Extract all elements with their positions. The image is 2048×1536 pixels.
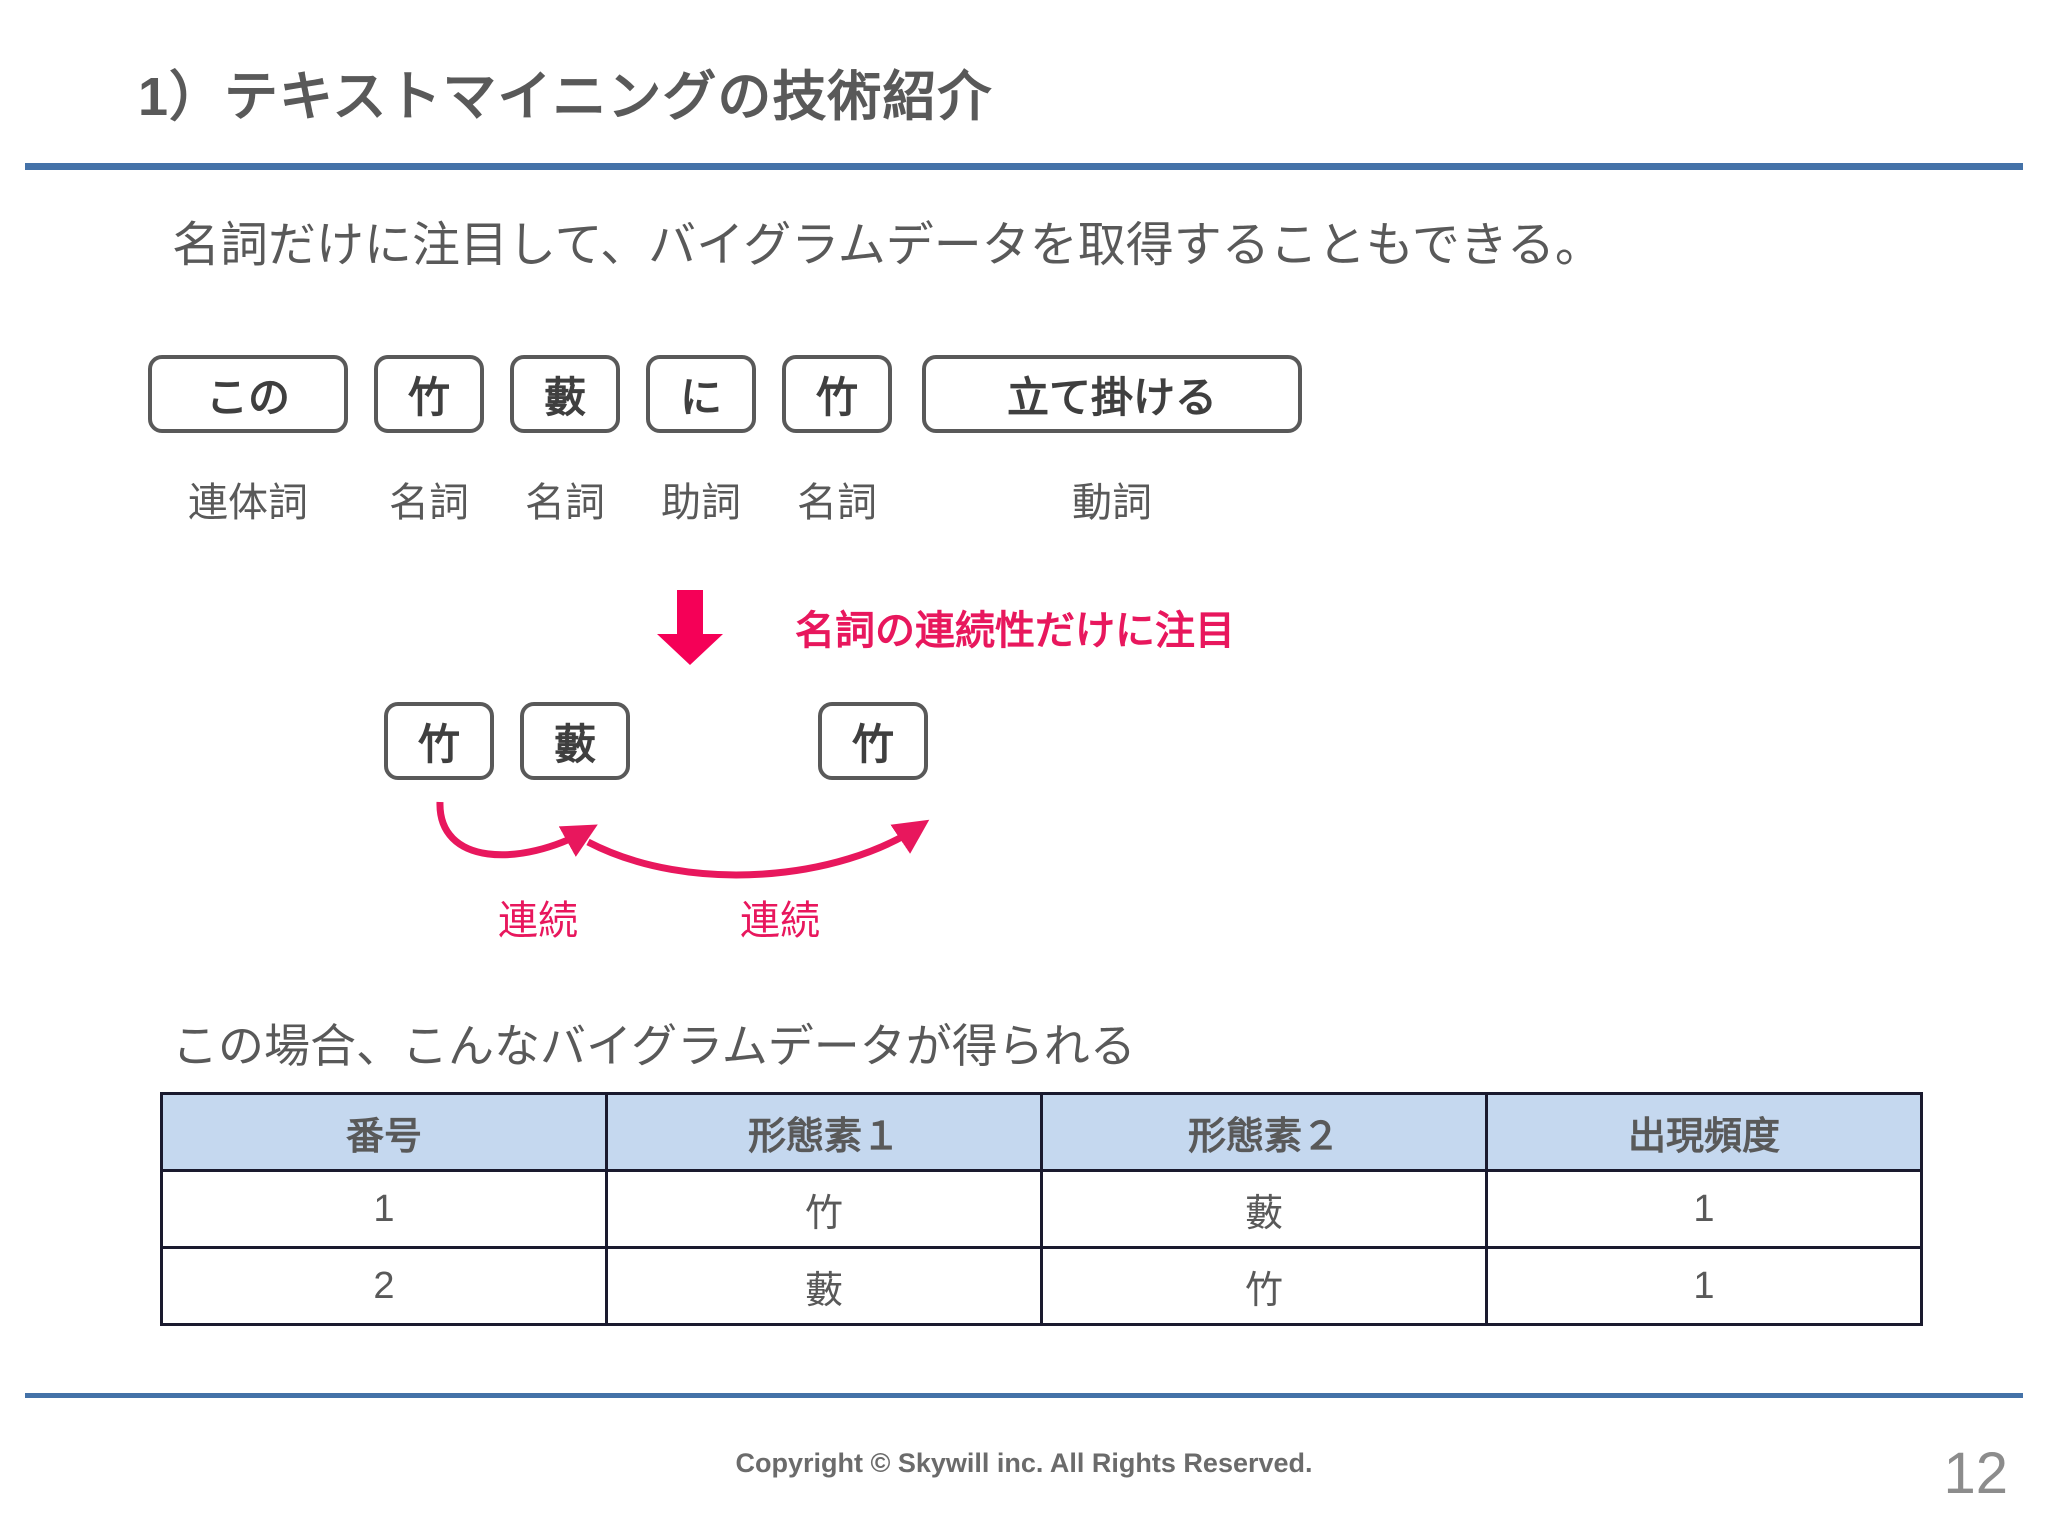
pos-label: 助詞 xyxy=(661,481,741,525)
token-box: 竹 xyxy=(374,355,484,433)
continuity-label: 連続 xyxy=(498,899,578,943)
token-box: この xyxy=(148,355,348,433)
token-box: 竹 xyxy=(384,702,494,780)
page-number: 12 xyxy=(1943,1441,2008,1506)
token-box: 藪 xyxy=(510,355,620,433)
part-of-speech-row: 連体詞 名詞 名詞 助詞 名詞 動詞 xyxy=(148,470,1302,528)
cell-morpheme2: 竹 xyxy=(1040,1246,1488,1326)
pos-label: 名詞 xyxy=(797,481,877,525)
header-divider xyxy=(25,163,2023,170)
cell-number: 1 xyxy=(160,1169,608,1249)
cell-morpheme2: 藪 xyxy=(1040,1169,1488,1249)
cell-number: 2 xyxy=(160,1246,608,1326)
morpheme-token-row: この 竹 藪 に 竹 立て掛ける xyxy=(148,355,1302,433)
token-box: 竹 xyxy=(818,702,928,780)
token-box: 立て掛ける xyxy=(922,355,1302,433)
table-header-row: 番号 形態素１ 形態素２ 出現頻度 xyxy=(160,1092,1923,1172)
pos-label: 連体詞 xyxy=(188,481,308,525)
cell-morpheme1: 竹 xyxy=(605,1169,1043,1249)
focus-note: 名詞の連続性だけに注目 xyxy=(795,609,1235,653)
lead-in-text-1: 名詞だけに注目して、バイグラムデータを取得することもできる。 xyxy=(172,219,1603,272)
table-row: 1 竹 藪 1 xyxy=(160,1169,1923,1249)
lead-in-text-2: この場合、こんなバイグラムデータが得られる xyxy=(172,1020,1136,1072)
column-header-morpheme2: 形態素２ xyxy=(1040,1092,1488,1172)
token-box: 藪 xyxy=(520,702,630,780)
continuity-label: 連続 xyxy=(740,899,820,943)
cell-morpheme1: 藪 xyxy=(605,1246,1043,1326)
cell-frequency: 1 xyxy=(1485,1246,1923,1326)
token-box: 竹 xyxy=(782,355,892,433)
down-arrow-icon xyxy=(655,590,725,665)
column-header-number: 番号 xyxy=(160,1092,608,1172)
table-row: 2 藪 竹 1 xyxy=(160,1246,1923,1326)
footer-divider xyxy=(25,1393,2023,1398)
pos-label: 名詞 xyxy=(525,481,605,525)
token-box: に xyxy=(646,355,756,433)
cell-frequency: 1 xyxy=(1485,1169,1923,1249)
pos-label: 名詞 xyxy=(389,481,469,525)
column-header-frequency: 出現頻度 xyxy=(1485,1092,1923,1172)
bigram-table: 番号 形態素１ 形態素２ 出現頻度 1 竹 藪 1 2 藪 竹 1 xyxy=(160,1092,1923,1326)
copyright-text: Copyright © Skywill inc. All Rights Rese… xyxy=(735,1448,1313,1478)
noun-token-row: 竹 藪 竹 xyxy=(384,702,928,780)
continuity-arrows xyxy=(360,690,1060,940)
page-title: 1）テキストマイニングの技術紹介 xyxy=(138,67,993,127)
pos-label: 動詞 xyxy=(1072,481,1152,525)
column-header-morpheme1: 形態素１ xyxy=(605,1092,1043,1172)
